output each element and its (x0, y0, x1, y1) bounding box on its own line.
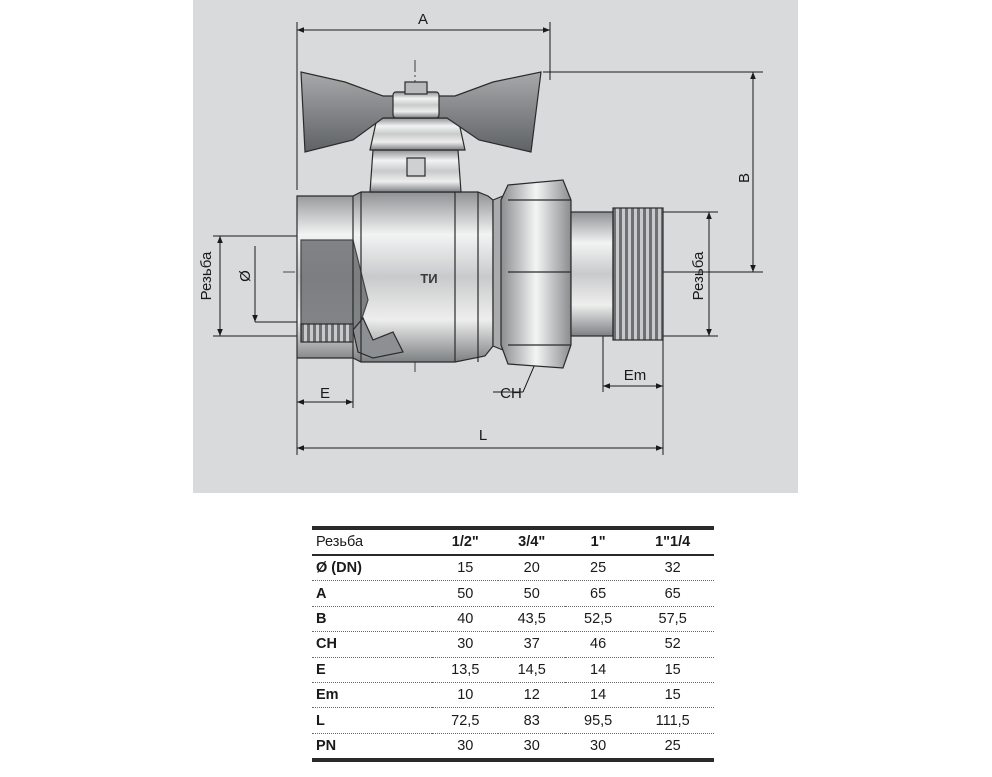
header-size-2: 3/4" (498, 526, 565, 556)
table-row: CH 30 37 46 52 (312, 631, 714, 658)
row-label: CH (312, 631, 433, 658)
cell-value: 65 (631, 580, 714, 607)
cell-value: 40 (432, 606, 499, 633)
cell-value: 37 (498, 631, 565, 658)
cell-value: 14,5 (498, 657, 565, 683)
row-label: PN (312, 733, 433, 763)
cell-value: 65 (564, 580, 632, 607)
cell-value: 15 (432, 555, 499, 582)
header-size-1: 1/2" (432, 526, 499, 556)
cell-value: 14 (564, 682, 632, 709)
header-size-4: 1"1/4 (631, 526, 714, 556)
cell-value: 30 (432, 631, 499, 658)
row-label: L (312, 707, 433, 734)
cell-value: 12 (498, 682, 565, 709)
cell-value: 10 (432, 682, 499, 709)
dim-label-l: L (479, 427, 487, 444)
table-row: Ø (DN) 15 20 25 32 (312, 555, 714, 582)
dim-label-e: E (320, 385, 330, 402)
cell-value: 30 (498, 733, 565, 763)
row-label: A (312, 580, 433, 607)
cell-value: 20 (498, 555, 565, 582)
cell-value: 43,5 (498, 606, 565, 633)
header-size-3: 1" (564, 526, 632, 556)
cell-value: 15 (631, 657, 714, 683)
cell-value: 14 (564, 657, 632, 683)
row-label: Em (312, 682, 433, 709)
dim-label-em: Em (624, 367, 647, 384)
header-thread: Резьба (312, 526, 433, 556)
cell-value: 30 (432, 733, 499, 763)
cell-value: 52 (631, 631, 714, 658)
valve-drawing-svg: A B L E Em CH Ø Резьба Резьба ТИ (198, 11, 763, 455)
cell-value: 50 (432, 580, 499, 607)
table-row: B 40 43,5 52,5 57,5 (312, 606, 714, 633)
dim-label-diameter: Ø (237, 270, 254, 282)
cell-value: 30 (564, 733, 632, 763)
spec-table: Резьба 1/2" 3/4" 1" 1"1/4 Ø (DN) 15 20 2… (312, 526, 714, 763)
cell-value: 50 (498, 580, 565, 607)
cell-value: 25 (631, 733, 714, 763)
cell-value: 72,5 (432, 707, 499, 734)
brand-logo: ТИ (420, 271, 437, 286)
row-label: E (312, 657, 433, 683)
valve-handle (300, 71, 542, 193)
table-row: A 50 50 65 65 (312, 580, 714, 607)
row-label: Ø (DN) (312, 555, 433, 582)
cell-value: 15 (631, 682, 714, 709)
male-thread-end (570, 207, 664, 341)
thread-label-left: Резьба (198, 251, 215, 300)
cell-value: 57,5 (631, 606, 714, 633)
table-row: E 13,5 14,5 14 15 (312, 657, 714, 683)
thread-label-right: Резьба (690, 251, 707, 300)
union-nut (492, 179, 572, 369)
cell-value: 83 (498, 707, 565, 734)
dim-label-ch: CH (500, 385, 522, 402)
spec-header-row: Резьба 1/2" 3/4" 1" 1"1/4 (312, 526, 714, 556)
row-label: B (312, 606, 433, 633)
cell-value: 111,5 (631, 707, 714, 734)
dim-label-a: A (418, 11, 428, 28)
dim-label-b: B (736, 173, 753, 183)
cell-value: 32 (631, 555, 714, 582)
table-row: L 72,5 83 95,5 111,5 (312, 707, 714, 734)
valve-body (296, 191, 494, 363)
cell-value: 13,5 (432, 657, 499, 683)
cell-value: 25 (564, 555, 632, 582)
cell-value: 46 (564, 631, 632, 658)
valve-drawing: A B L E Em CH Ø Резьба Резьба ТИ (193, 0, 798, 493)
cell-value: 52,5 (564, 606, 632, 633)
table-row: Em 10 12 14 15 (312, 682, 714, 709)
table-row: PN 30 30 30 25 (312, 733, 714, 763)
cell-value: 95,5 (564, 707, 632, 734)
